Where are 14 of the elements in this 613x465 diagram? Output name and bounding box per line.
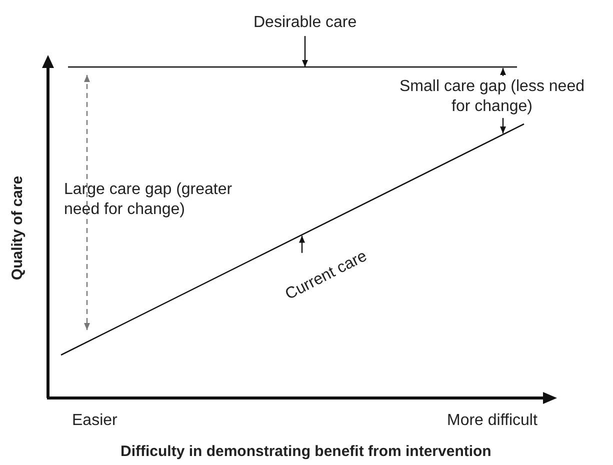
axis-title: Quality of care [8, 176, 28, 280]
dashed-arrow [84, 75, 90, 330]
line-label: Desirable care [254, 13, 357, 33]
desirable-care-line [68, 66, 517, 68]
arrow [500, 68, 506, 76]
axis-label: More difficult [447, 411, 538, 431]
arrow [302, 36, 308, 67]
arrow [500, 118, 506, 134]
axis-label: Easier [72, 411, 118, 431]
current-care-line [60, 123, 524, 356]
gap-label: Small care gap (less need for change) [400, 77, 584, 117]
arrow [299, 236, 305, 253]
gap-label: Large care gap (greater need for change) [64, 180, 234, 220]
axis-title: Difficulty in demonstrating benefit from intervention [120, 442, 492, 462]
